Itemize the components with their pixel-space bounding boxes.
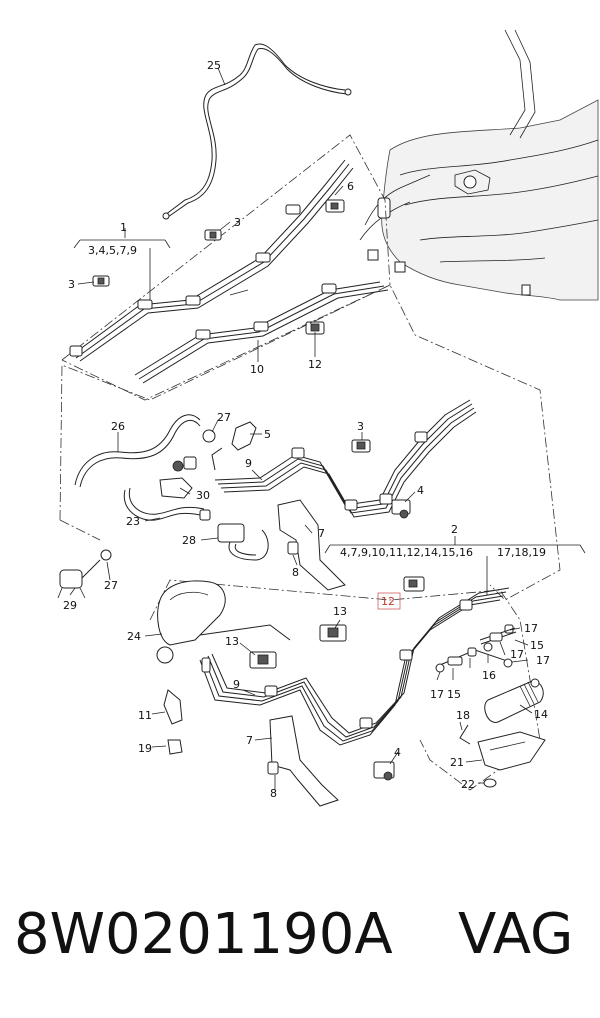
label-24: 24 [127, 630, 141, 643]
label-23: 23 [126, 515, 140, 528]
middle-pipe-group [211, 399, 477, 591]
lower-left-hoses [57, 414, 269, 599]
label-7: 7 [246, 734, 253, 747]
lower-pipe-group [156, 576, 510, 807]
label-27: 27 [104, 579, 118, 592]
callout-labels: 25 6 3 1 3,4,5,7,9 3 10 12 27 5 26 9 3 4… [63, 59, 550, 800]
label-21: 21 [450, 756, 464, 769]
label-13: 13 [225, 635, 239, 648]
label-4: 4 [394, 746, 401, 759]
label-15: 15 [447, 688, 461, 701]
upper-assembly-frame [61, 134, 391, 401]
label-1: 1 [120, 221, 127, 234]
label-9: 9 [245, 457, 252, 470]
label-9: 9 [233, 678, 240, 691]
label-12-highlighted: 12 [381, 595, 395, 608]
label-17: 17 [536, 654, 550, 667]
label-2: 2 [451, 523, 458, 536]
lower-assembly-frame [149, 579, 541, 791]
middle-assembly-frame [59, 284, 561, 601]
label-25: 25 [207, 59, 221, 72]
label-12: 12 [308, 358, 322, 371]
label-1-sub: 3,4,5,7,9 [88, 244, 137, 257]
brand-name: VAG [458, 902, 574, 967]
label-4: 4 [417, 484, 424, 497]
leader-lines [69, 67, 586, 790]
label-8: 8 [270, 787, 277, 800]
label-2-sub1: 4,7,9,10,11,12,14,15,16 [340, 546, 473, 559]
label-11: 11 [138, 709, 152, 722]
label-18: 18 [456, 709, 470, 722]
label-13: 13 [333, 605, 347, 618]
label-14: 14 [534, 708, 548, 721]
caption: 8W0201190A VAG [0, 895, 600, 975]
label-19: 19 [138, 742, 152, 755]
label-5: 5 [264, 428, 271, 441]
label-15: 15 [530, 639, 544, 652]
upper-pipe-group [69, 159, 389, 384]
label-10: 10 [250, 363, 264, 376]
label-29: 29 [63, 599, 77, 612]
label-22: 22 [461, 778, 475, 791]
label-26: 26 [111, 420, 125, 433]
label-30: 30 [196, 489, 210, 502]
label-2-sub2: 17,18,19 [497, 546, 546, 559]
label-3: 3 [234, 216, 241, 229]
label-17: 17 [524, 622, 538, 635]
label-3: 3 [68, 278, 75, 291]
label-8: 8 [292, 566, 299, 579]
label-17: 17 [510, 648, 524, 661]
label-17: 17 [430, 688, 444, 701]
label-7: 7 [318, 527, 325, 540]
label-27: 27 [217, 411, 231, 424]
label-16: 16 [482, 669, 496, 682]
fuel-tank [359, 29, 599, 301]
label-28: 28 [182, 534, 196, 547]
part-number: 8W0201190A [14, 902, 393, 967]
breather-pipe-25 [162, 43, 352, 220]
label-3: 3 [357, 420, 364, 433]
fuel-line-exploded-diagram: 25 6 3 1 3,4,5,7,9 3 10 12 27 5 26 9 3 4… [57, 29, 599, 807]
label-6: 6 [347, 180, 354, 193]
